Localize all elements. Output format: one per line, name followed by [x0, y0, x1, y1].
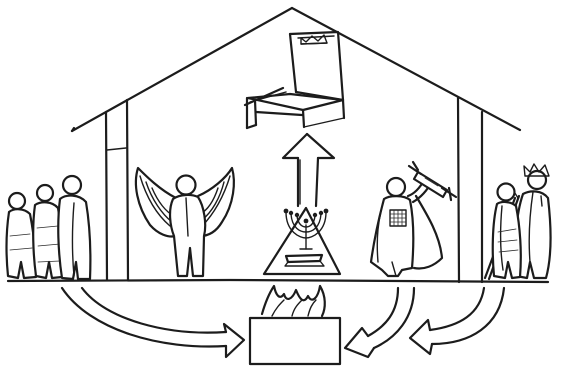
upward-arrow-icon [283, 134, 334, 206]
high-priest-icon [371, 178, 442, 276]
angel-icon [136, 168, 234, 276]
people-group-icon [7, 176, 91, 279]
scroll-icon [409, 162, 456, 200]
throne-icon [245, 32, 344, 128]
crown-icon [301, 35, 327, 44]
curved-arrow-icon [62, 288, 244, 357]
menorah-icon [264, 208, 340, 274]
altar-fire-icon [250, 286, 340, 364]
left-wall [106, 100, 128, 280]
curved-arrow-icon [345, 288, 414, 357]
ground-line [8, 280, 548, 282]
curved-arrow-icon [410, 288, 504, 354]
person-with-staff [493, 184, 521, 279]
tent-roof-icon [72, 8, 520, 131]
right-wall [458, 98, 482, 282]
